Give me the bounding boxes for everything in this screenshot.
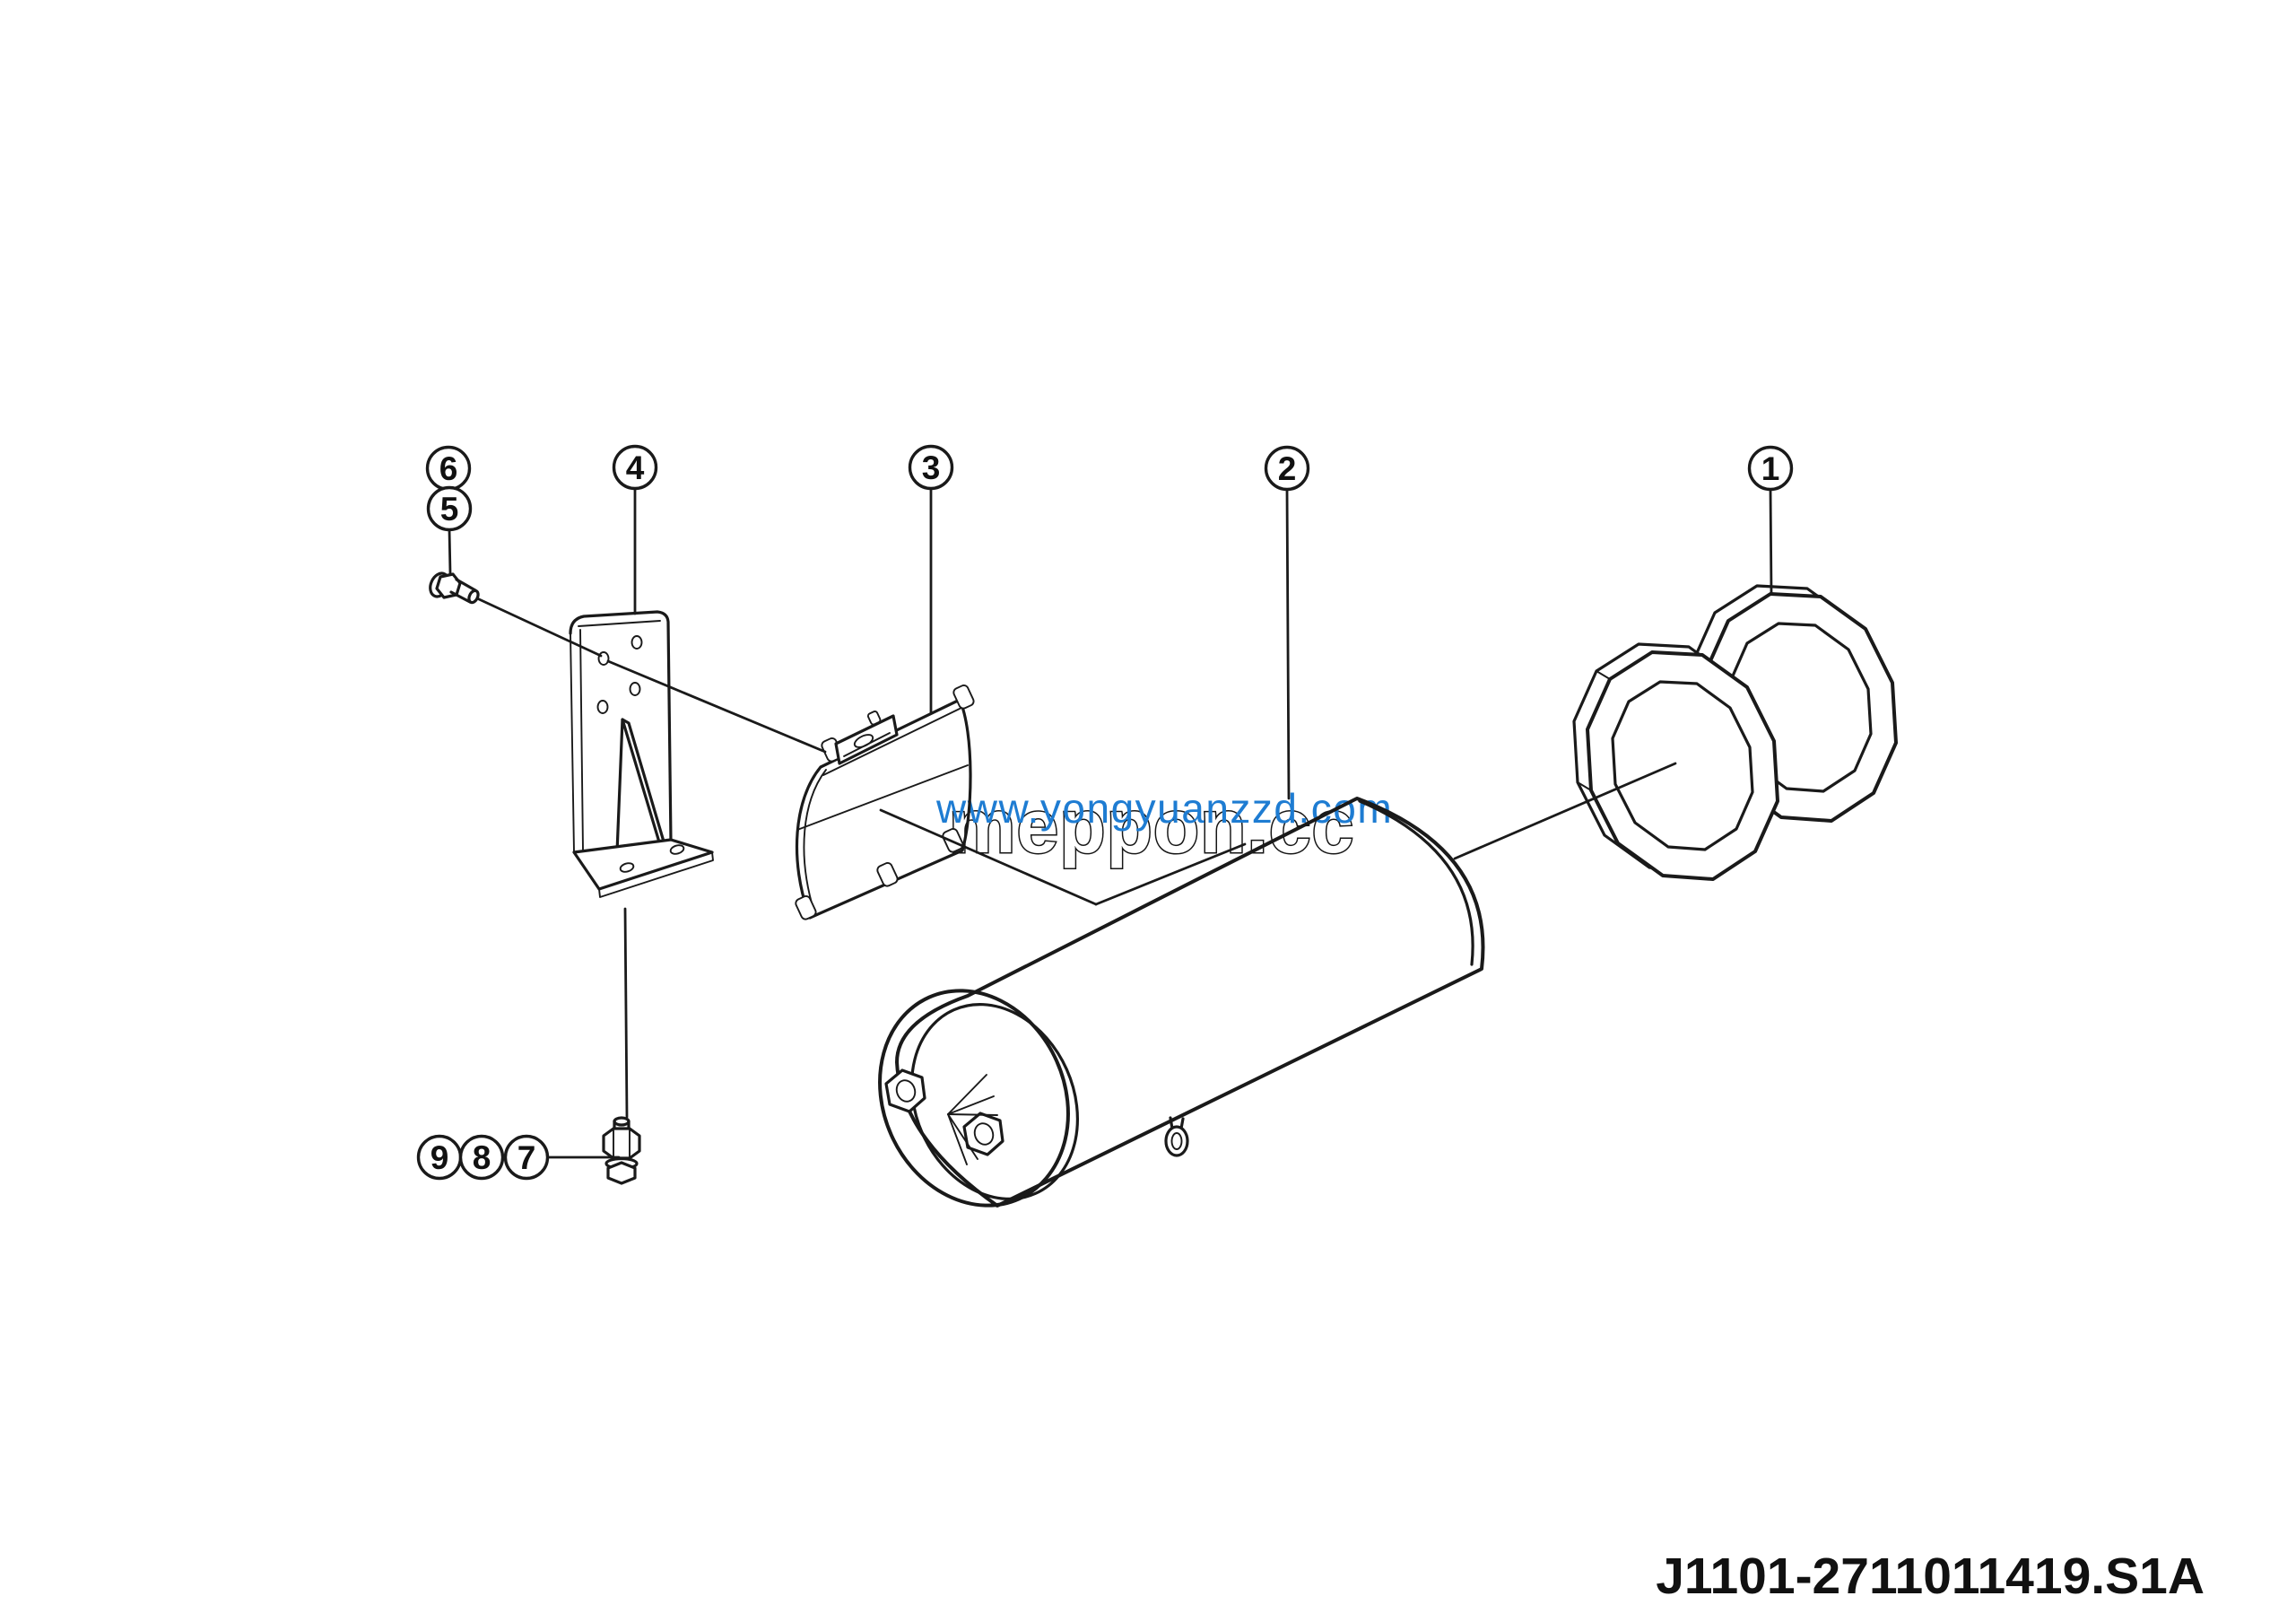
part-number-code: J1101-2711011419.S1A <box>1656 1548 2205 1605</box>
callout-4-circle <box>612 444 658 491</box>
tank-front-cap-face <box>909 1003 1080 1200</box>
callout-2-number: 2 <box>1278 450 1297 487</box>
nut-washer-stack-drawing <box>602 1116 641 1185</box>
assembly-line-strap-tank-a <box>879 808 1098 906</box>
bolt-shaft <box>449 578 477 604</box>
callout-8: 8 <box>458 1134 505 1181</box>
callouts: 1 2 3 4 6 5 9 8 <box>416 444 1794 1181</box>
tank-port-fitting-lower <box>962 1112 1004 1156</box>
watermark-back-text: meppon.cc <box>949 784 1354 868</box>
mounting-strap-drawing <box>795 685 975 920</box>
tank-port-fitting-upper <box>884 1068 926 1113</box>
assembly-line-bracket-strap <box>606 659 827 754</box>
callout-8-circle <box>458 1134 505 1181</box>
callout-6-number: 6 <box>439 450 458 487</box>
callout-7-circle <box>503 1134 550 1181</box>
callout-8-number: 8 <box>473 1139 491 1176</box>
strap-buckle <box>834 711 899 765</box>
l-bracket-drawing <box>569 610 714 898</box>
callout-1-circle <box>1747 445 1794 492</box>
air-tank-drawing <box>878 797 1485 1208</box>
lock-nut <box>606 1161 637 1185</box>
watermark-front-text: www.yongyuanzzd.com <box>935 785 1393 832</box>
bracket-plate-holes <box>596 635 643 714</box>
leader-lines <box>448 486 1773 1159</box>
tank-front-cap-outer <box>878 989 1070 1208</box>
hex-nut <box>602 1127 641 1160</box>
callout-4-number: 4 <box>626 449 645 486</box>
leader-line-5-6 <box>448 528 452 575</box>
bracket-plate-inner-edges <box>578 620 661 851</box>
assembly-line-tank-ring <box>1453 762 1677 860</box>
tank-drain-fitting <box>1164 1116 1189 1157</box>
leader-line-bracket-to-fastener <box>623 907 629 1119</box>
callout-1: 1 <box>1747 445 1794 492</box>
retaining-rings-drawing <box>1572 584 1898 881</box>
tank-rear-seam <box>1358 799 1474 966</box>
callout-3-circle <box>908 444 954 491</box>
hex-bolt-drawing <box>429 571 480 605</box>
callout-6: 6 <box>425 445 472 492</box>
ring-front <box>1572 642 1779 881</box>
strap-top-inner-edge <box>822 707 962 776</box>
bracket-foot <box>572 838 714 898</box>
leader-line-bolt-to-bracket <box>475 597 603 658</box>
stud-tip <box>613 1116 631 1127</box>
callout-5: 5 <box>426 485 473 532</box>
bracket-plate-outline <box>569 610 673 843</box>
callout-9: 9 <box>416 1134 463 1181</box>
port-ray-lines <box>947 1074 998 1165</box>
bracket-plate-left-edge <box>570 632 575 853</box>
callout-5-number: 5 <box>440 491 459 528</box>
strap-outline <box>795 698 972 920</box>
callout-7-number: 7 <box>517 1139 536 1176</box>
assembly-line-strap-tank-b <box>1094 842 1247 906</box>
callout-9-number: 9 <box>430 1139 449 1176</box>
callout-3: 3 <box>908 444 954 491</box>
tank-body-outline <box>895 797 1485 1208</box>
bracket-gusset <box>615 718 665 854</box>
leader-line-2 <box>1285 487 1291 800</box>
bolt-tip <box>467 589 480 605</box>
callout-4: 4 <box>612 444 658 491</box>
strap-mid-line <box>796 764 969 831</box>
callout-3-number: 3 <box>922 449 941 486</box>
strap-left-inner-edge <box>803 769 827 913</box>
leader-line-1 <box>1769 487 1773 595</box>
callout-2-circle <box>1264 445 1310 492</box>
callout-7: 7 <box>503 1134 550 1181</box>
callout-5-circle <box>426 485 473 532</box>
watermark-layer: meppon.cc www.yongyuanzzd.com <box>935 783 1393 870</box>
callout-1-number: 1 <box>1761 450 1780 487</box>
callout-2: 2 <box>1264 445 1310 492</box>
